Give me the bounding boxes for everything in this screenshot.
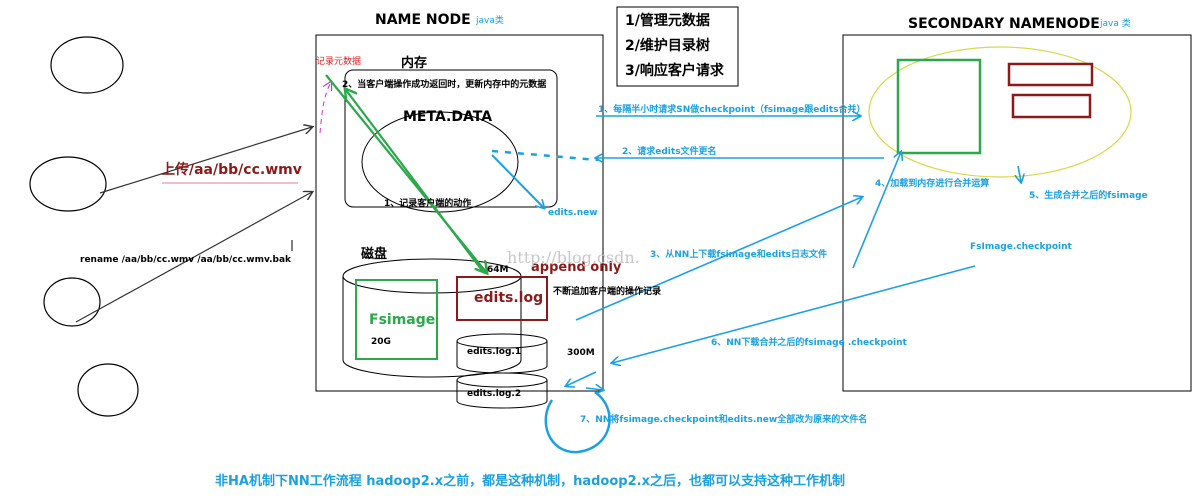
- edits-log2-cylinder: [456, 380, 548, 409]
- client-ellipse-4: [77, 363, 139, 417]
- meta-data-ellipse: [361, 111, 519, 213]
- client-rename-arrow: [75, 192, 312, 323]
- rename-cmd-label: rename /aa/bb/cc.wmv /aa/bb/cc.wmv.bak: [80, 255, 292, 265]
- upload-path-label: 上传/aa/bb/cc.wmv: [161, 162, 302, 178]
- watermark: http://blog.csdn.: [507, 248, 640, 267]
- edits-log2-label: edits.log.2: [467, 389, 522, 399]
- secondary-maroon-box-2: [1011, 93, 1092, 119]
- step5-arrow: [1018, 165, 1021, 182]
- memory-label: 内存: [401, 56, 428, 71]
- step6-label: 6、NN下载合并之后的fsimage .checkpoint: [711, 338, 907, 348]
- secondary-memory-ellipse: [868, 46, 1132, 178]
- client-ellipse-3: [43, 277, 101, 327]
- namenode-box: [315, 34, 604, 392]
- fsimage-size: 20G: [371, 337, 391, 347]
- step3-arrow: [575, 197, 862, 321]
- step7-arrow-upper: [566, 371, 597, 386]
- meta-data-label: META.DATA: [403, 109, 493, 125]
- namenode-title: NAME NODE: [375, 12, 471, 28]
- size-300m-label: 300M: [567, 348, 595, 358]
- edits-log-box: [456, 276, 548, 321]
- responsibility-2: 2/维护目录树: [625, 38, 710, 54]
- secondary-green-box: [896, 58, 982, 155]
- append-desc: 不断追加客户端的操作记录: [553, 287, 662, 297]
- client-ellipse-1: [50, 36, 124, 94]
- secondary-title-tag: java 类: [1100, 19, 1131, 29]
- step4-label: 4、加载到内存进行合并运算: [875, 179, 990, 189]
- step6-arrow: [612, 265, 976, 363]
- checkpoint-file-label: FsImage.checkpoint: [970, 242, 1072, 252]
- step2-memory-text: 2、当客户端操作成功返回时，更新内存中的元数据: [342, 80, 547, 90]
- secondary-box: [842, 34, 1192, 392]
- step3-label: 3、从NN上下载fsimage和edits日志文件: [650, 250, 827, 260]
- step4-arrow: [852, 152, 901, 269]
- responsibility-1: 1/管理元数据: [625, 13, 710, 29]
- green-arrow-to-editslog: [325, 74, 486, 272]
- append-only-label: append only: [531, 260, 622, 275]
- caption: 非HA机制下NN工作流程 hadoop2.x之前，都是这种机制，hadoop2.…: [215, 474, 845, 489]
- edits-log-size: 64M: [487, 265, 509, 275]
- edits-rename-dotted: [491, 149, 599, 162]
- responsibility-3: 3/响应客户请求: [625, 63, 724, 79]
- step7-arrow-lower: [585, 388, 603, 390]
- responsibilities-box: [616, 6, 739, 87]
- fsimage-label: Fsimage: [369, 312, 436, 328]
- secondary-maroon-box-1: [1007, 62, 1094, 87]
- namenode-title-tag: java类: [476, 16, 504, 26]
- edits-log2-top: [456, 372, 548, 388]
- step7-label: 7、NN将fsimage.checkpoint和edits.new全部改为原来的…: [580, 415, 868, 425]
- fsimage-box: [355, 279, 438, 360]
- step5-label: 5、生成合并之后的fsimage: [1029, 191, 1148, 201]
- step2-label: 2、请求edits文件更名: [622, 147, 717, 157]
- step1-label: 1、每隔半小时请求SN做checkpoint（fsimage跟edits合并）: [598, 105, 866, 115]
- edits-new-arrow: [491, 154, 544, 208]
- secondary-title: SECONDARY NAMENODE: [908, 16, 1100, 32]
- disk-label: 磁盘: [361, 247, 388, 262]
- edits-new-label: edits.new: [548, 208, 598, 218]
- record-meta-label: 记录元数据: [316, 57, 362, 67]
- memory-box: [344, 69, 558, 208]
- edits-log1-top: [456, 333, 548, 349]
- step7-loop: [544, 390, 611, 454]
- record-meta-dash: [319, 82, 331, 134]
- step1-record-text: 1、记录客户端的动作: [384, 199, 472, 209]
- client-upload-arrow: [99, 127, 312, 194]
- client-ellipse-2: [29, 156, 107, 212]
- edits-log1-label: edits.log.1: [467, 347, 522, 357]
- edits-log-label: edits.log: [474, 290, 544, 306]
- disk-cylinder: [342, 276, 522, 378]
